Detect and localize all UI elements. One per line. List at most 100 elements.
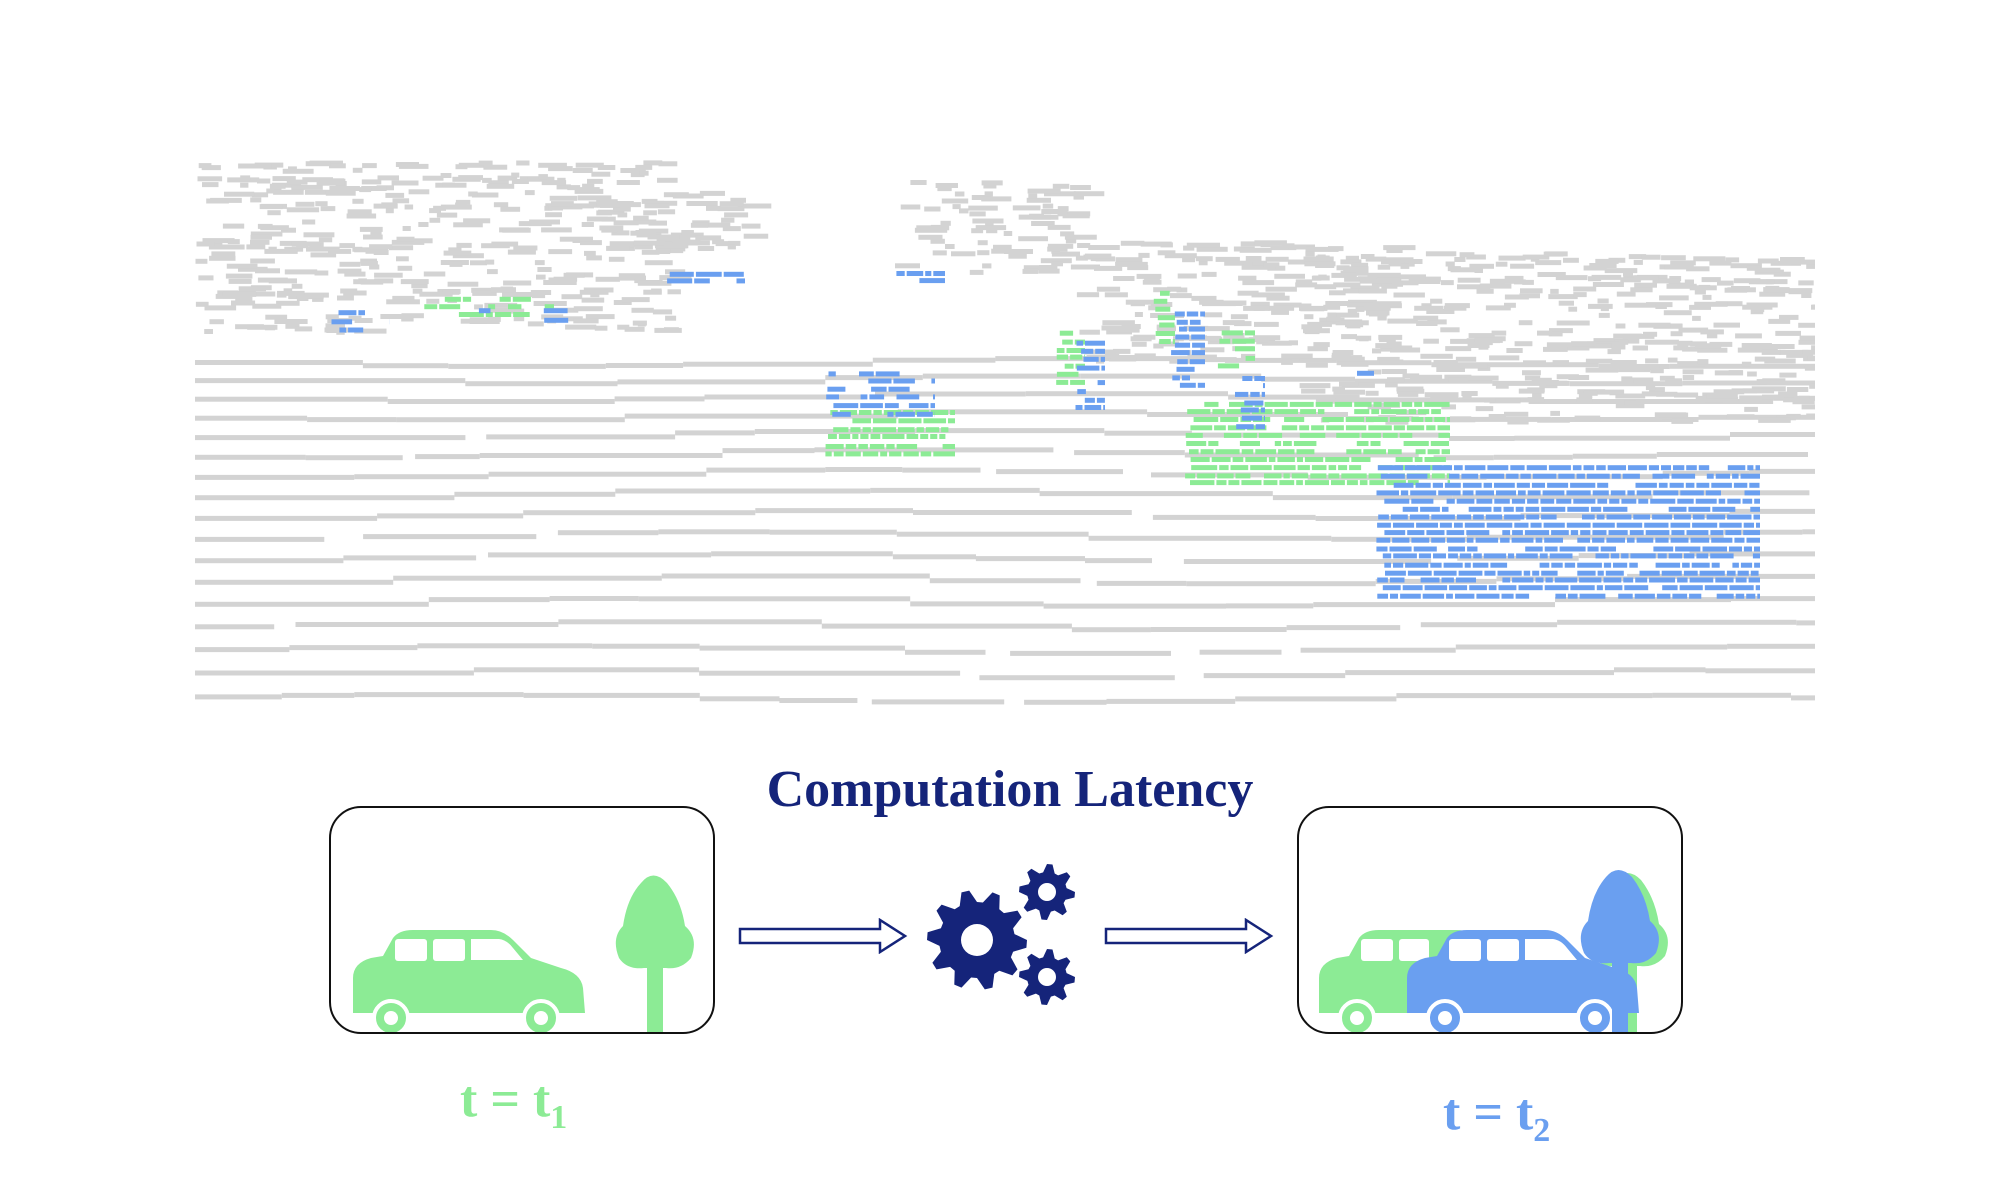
ground-scan-segment: [1150, 627, 1287, 632]
object-point-blue: [1683, 570, 1698, 576]
background-point: [513, 245, 538, 251]
background-point: [686, 201, 718, 206]
object-point-blue: [1464, 522, 1485, 528]
ground-scan-segment: [195, 396, 388, 402]
object-point-green: [1408, 409, 1417, 415]
object-point-blue: [695, 271, 722, 277]
object-point-blue: [1732, 473, 1739, 479]
background-point: [1474, 268, 1483, 273]
background-point: [1023, 265, 1040, 271]
object-point-blue: [1189, 359, 1205, 365]
background-point: [644, 260, 673, 266]
background-point: [1717, 280, 1734, 286]
background-point: [563, 272, 585, 278]
background-point: [1341, 382, 1375, 388]
background-point: [665, 269, 686, 275]
background-point: [246, 244, 266, 250]
ground-scan-segment: [1727, 643, 1815, 649]
object-point-green: [1328, 473, 1340, 479]
object-point-green: [1297, 465, 1310, 471]
object-point-green: [1212, 409, 1225, 415]
background-point: [1121, 324, 1141, 329]
object-point-green: [1215, 449, 1240, 455]
object-point-blue: [1496, 490, 1516, 496]
background-point: [1363, 305, 1391, 311]
object-point-blue: [1514, 522, 1529, 528]
object-point-blue: [1653, 546, 1674, 552]
ground-scan-segment: [479, 453, 723, 458]
background-point: [1331, 272, 1357, 278]
object-point-blue: [1750, 570, 1759, 576]
object-point-blue: [1590, 506, 1602, 512]
object-point-green: [1300, 409, 1316, 415]
background-point: [511, 179, 529, 184]
object-point-green: [1395, 457, 1413, 462]
ground-scan-segment: [195, 647, 290, 653]
object-point-blue: [1500, 537, 1510, 543]
object-point-green: [1394, 465, 1415, 471]
object-point-blue: [1255, 424, 1265, 430]
object-point-blue: [1473, 553, 1482, 559]
background-point: [614, 242, 638, 248]
background-point: [531, 293, 546, 299]
object-point-blue: [1692, 514, 1705, 520]
object-point-green: [1368, 425, 1392, 431]
object-point-green: [1311, 425, 1325, 431]
object-point-blue: [1498, 585, 1517, 591]
background-point: [1488, 414, 1506, 419]
background-point: [402, 226, 411, 231]
background-point: [1365, 390, 1379, 396]
object-point-blue: [1456, 514, 1472, 520]
ground-scan-segment: [557, 530, 659, 536]
background-point: [1032, 214, 1059, 220]
background-point: [941, 198, 969, 204]
background-point: [553, 204, 583, 210]
object-point-blue: [1544, 585, 1569, 591]
background-point: [511, 172, 520, 178]
object-point-blue: [1464, 562, 1471, 568]
background-point: [1466, 254, 1486, 260]
object-point-green: [1056, 354, 1068, 360]
object-point-blue: [1512, 577, 1534, 583]
background-point: [1263, 262, 1280, 268]
ground-scan-segment: [1791, 695, 1815, 701]
object-point-blue: [1541, 506, 1566, 512]
object-point-green: [916, 427, 924, 433]
object-point-blue: [1652, 473, 1670, 479]
computation-latency-title: Computation Latency: [766, 761, 1254, 818]
background-point: [1585, 367, 1619, 373]
background-point: [1504, 302, 1516, 308]
object-point-green: [933, 451, 955, 457]
object-point-blue: [1753, 514, 1760, 520]
background-point: [624, 326, 645, 332]
object-point-green: [1185, 473, 1196, 479]
object-point-blue: [1413, 546, 1437, 552]
background-point: [1615, 323, 1626, 329]
background-point: [265, 314, 288, 320]
background-point: [1467, 375, 1499, 381]
background-point: [656, 249, 671, 254]
object-point-green: [923, 418, 946, 424]
object-point-blue: [1416, 522, 1438, 528]
background-point: [1641, 391, 1659, 397]
background-point: [1780, 257, 1805, 262]
ground-scan-segment: [307, 417, 397, 423]
background-point: [397, 265, 413, 271]
background-point: [340, 288, 358, 294]
ground-scan-segment: [1662, 470, 1750, 476]
object-point-green: [1336, 432, 1360, 438]
background-point: [1378, 337, 1396, 343]
background-point: [418, 222, 429, 227]
ground-scan-segment: [722, 448, 815, 454]
object-point-blue: [1748, 577, 1760, 583]
background-point: [634, 278, 643, 284]
background-point: [655, 246, 686, 252]
object-point-blue: [1628, 465, 1647, 471]
object-point-blue: [1177, 359, 1188, 365]
object-point-blue: [1382, 585, 1401, 591]
background-point: [1359, 336, 1369, 342]
object-point-blue: [1564, 562, 1576, 568]
object-point-green: [1279, 480, 1295, 486]
background-point: [1281, 353, 1313, 359]
background-point: [362, 163, 377, 169]
